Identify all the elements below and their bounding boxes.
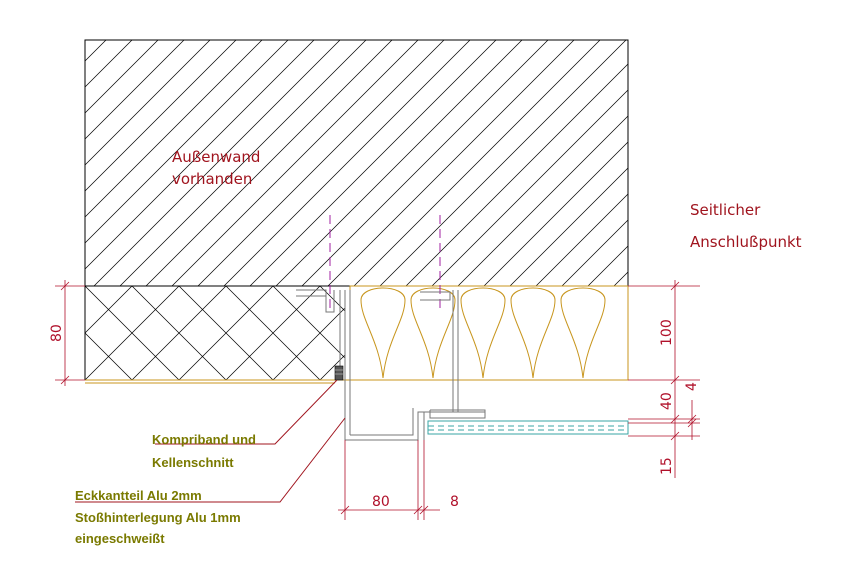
mineral-wool-insulation	[349, 285, 629, 381]
side-label-line1: Seitlicher	[690, 201, 761, 219]
glass-panel	[427, 420, 629, 435]
existing-wall	[84, 39, 629, 287]
eckkantteil-label-line3: eingeschweißt	[75, 531, 165, 546]
dim-right-100: 100	[659, 319, 675, 346]
dim-bottom-8: 8	[450, 494, 459, 510]
dim-right-40: 40	[659, 392, 675, 410]
dimension-lines	[55, 280, 700, 520]
insulation-board	[84, 285, 345, 380]
eckkantteil-label-line2: Stoßhinterlegung Alu 1mm	[75, 510, 241, 525]
dowels	[329, 215, 441, 310]
leader-lines	[75, 379, 346, 503]
alu-profile	[296, 289, 486, 441]
dim-bottom-80: 80	[372, 494, 390, 510]
wall-label-line2: vorhanden	[172, 170, 252, 188]
dim-right-15: 15	[659, 457, 675, 475]
kompriband	[334, 365, 344, 381]
dim-left-80: 80	[49, 324, 65, 342]
kompriband-label-line2: Kellenschnitt	[152, 455, 234, 470]
dim-right-4: 4	[684, 382, 700, 391]
side-label-line2: Anschlußpunkt	[690, 233, 802, 251]
labels: Außenwand vorhanden Seitlicher Anschlußp…	[75, 148, 802, 546]
kompriband-label-line1: Kompriband und	[152, 432, 256, 447]
eckkantteil-label-line1: Eckkantteil Alu 2mm	[75, 488, 202, 503]
dimension-texts: 80 100 4 40 15 80 8	[49, 319, 700, 510]
wall-label-line1: Außenwand	[172, 148, 260, 166]
